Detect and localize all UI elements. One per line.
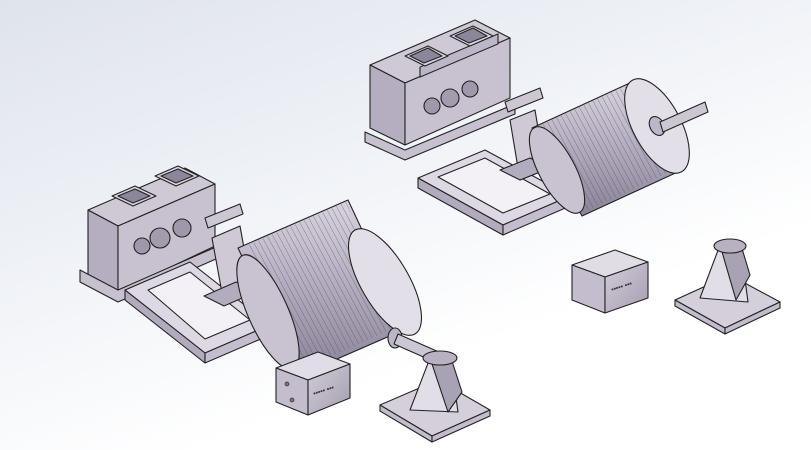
winch-drum: [236, 199, 449, 377]
bearing-stand-right: [379, 350, 491, 443]
gearbox: [364, 19, 544, 161]
winch-assembly-front: ••••• •••: [79, 165, 491, 443]
winch-drum: [528, 78, 709, 217]
control-box: ••••• •••: [571, 249, 649, 314]
winch-assembly-rear: ••••• •••: [364, 19, 781, 335]
control-box: ••••• •••: [275, 351, 351, 416]
bearing-stand-right: [674, 238, 781, 335]
gearbox: [79, 165, 244, 303]
base-frame: [124, 261, 271, 364]
